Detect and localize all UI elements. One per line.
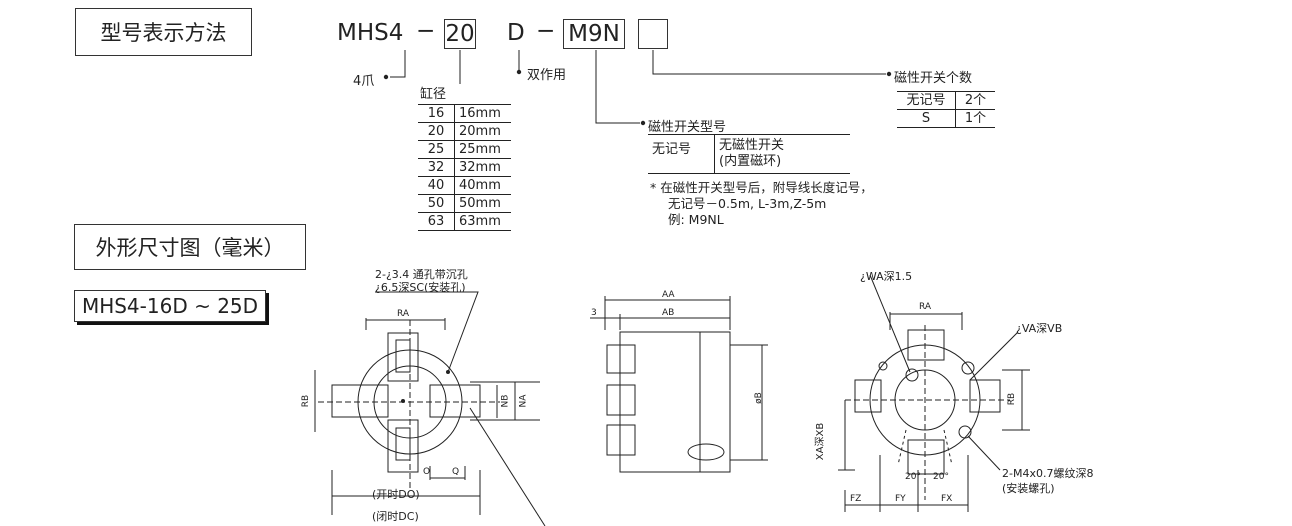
- note-line-1: * 在磁性开关型号后，附导线长度记号，: [650, 180, 873, 195]
- switch-count-title: 磁性开关个数: [894, 71, 973, 86]
- switch-code-text: M9N: [568, 21, 620, 47]
- d1-na: NA: [518, 394, 529, 408]
- switch-count-value: 2个: [964, 93, 987, 108]
- switch-count-box: [638, 19, 668, 49]
- model-dash-1: −: [416, 18, 436, 44]
- switch-model-table: 无记号 无磁性开关 (内置磁环): [648, 134, 850, 174]
- bore-size: 40mm: [454, 176, 511, 195]
- d1-callout-1: 2-¿3.4 通孔带沉孔: [375, 268, 468, 281]
- d3-angle-1: 20°: [905, 472, 921, 482]
- bore-code-text: 20: [445, 21, 475, 47]
- bore-code: 16: [418, 104, 455, 123]
- bore-size: 32mm: [454, 158, 511, 177]
- d3-fz: FZ: [850, 494, 862, 504]
- switch-model-desc-1: 无磁性开关: [719, 138, 785, 153]
- d3-thread-2: (安装螺孔): [1002, 482, 1055, 495]
- switch-count-code: S: [897, 109, 956, 128]
- d1-q: Q: [452, 467, 460, 477]
- model-action: D: [507, 20, 525, 46]
- switch-code-box: M9N: [563, 19, 625, 49]
- bore-code: 25: [418, 140, 455, 159]
- d3-fy: FY: [895, 494, 906, 504]
- heading-model-subtitle-text: MHS4-16D ~ 25D: [81, 294, 259, 318]
- d1-nb: NB: [500, 394, 511, 408]
- d1-o: O: [423, 467, 431, 477]
- d1-ra: RA: [397, 309, 410, 319]
- switch-model-code: 无记号: [648, 135, 715, 173]
- switch-count-value: 1个: [955, 109, 995, 128]
- bore-code-box: 20: [444, 19, 476, 49]
- bore-size: 20mm: [454, 122, 511, 141]
- heading-model-subtitle: MHS4-16D ~ 25D: [74, 290, 266, 322]
- switch-count-code: 无记号: [897, 91, 956, 110]
- switch-model-title: 磁性开关型号: [648, 120, 727, 135]
- bore-code: 40: [418, 176, 455, 195]
- bore-size: 16mm: [459, 106, 501, 121]
- d2-three: 3: [591, 308, 597, 318]
- d3-rb: RB: [1007, 392, 1018, 406]
- heading-model-notation-text: 型号表示方法: [100, 21, 227, 45]
- notes: * 在磁性开关型号后，附导线长度记号， 无记号－0.5m, L-3m,Z-5m …: [650, 180, 873, 228]
- d3-wa: ¿WA深1.5: [860, 270, 913, 283]
- switch-count-row: 无记号 2个: [897, 91, 995, 110]
- d3-fx: FX: [941, 494, 953, 504]
- note-line-3: 例: M9NL: [668, 212, 724, 227]
- d2-aa: AA: [662, 290, 675, 300]
- d2-phib: øB: [753, 392, 764, 404]
- bore-size: 63mm: [454, 212, 511, 231]
- note-line-2: 无记号－0.5m, L-3m,Z-5m: [668, 196, 827, 211]
- bore-size: 50mm: [454, 194, 511, 213]
- heading-model-notation: 型号表示方法: [75, 8, 252, 56]
- d3-xa: XA深XB: [815, 422, 827, 461]
- d3-thread: 2-M4x0.7螺纹深8: [1002, 467, 1094, 480]
- model-prefix: MHS4: [337, 20, 404, 46]
- bore-title: 缸径: [420, 87, 447, 102]
- bore-code: 50: [418, 194, 455, 213]
- jaws-label: 4爪: [353, 74, 375, 89]
- heading-dimensions-text: 外形尺寸图（毫米）: [95, 236, 285, 260]
- bore-code: 32: [418, 158, 455, 177]
- d1-callout-2: ¿6.5深SC(安装孔): [375, 281, 466, 294]
- d3-va: ¿VA深VB: [1016, 322, 1063, 335]
- bore-code: 20: [418, 122, 455, 141]
- d1-rb: RB: [301, 394, 312, 408]
- d1-closed: (闭时DC): [372, 510, 419, 523]
- heading-dimensions: 外形尺寸图（毫米）: [74, 224, 306, 270]
- d3-ra: RA: [919, 302, 932, 312]
- bore-code: 63: [418, 212, 455, 231]
- d2-ab: AB: [662, 308, 675, 318]
- bore-size: 25mm: [454, 140, 511, 159]
- bore-row: 16 16mm: [418, 104, 511, 123]
- d3-angle-2: 20°: [933, 472, 949, 482]
- switch-model-desc-2: (内置磁环): [719, 154, 782, 169]
- d1-open: (开时DO): [372, 488, 420, 501]
- model-dash-2: −: [536, 18, 556, 44]
- double-acting-label: 双作用: [527, 68, 567, 83]
